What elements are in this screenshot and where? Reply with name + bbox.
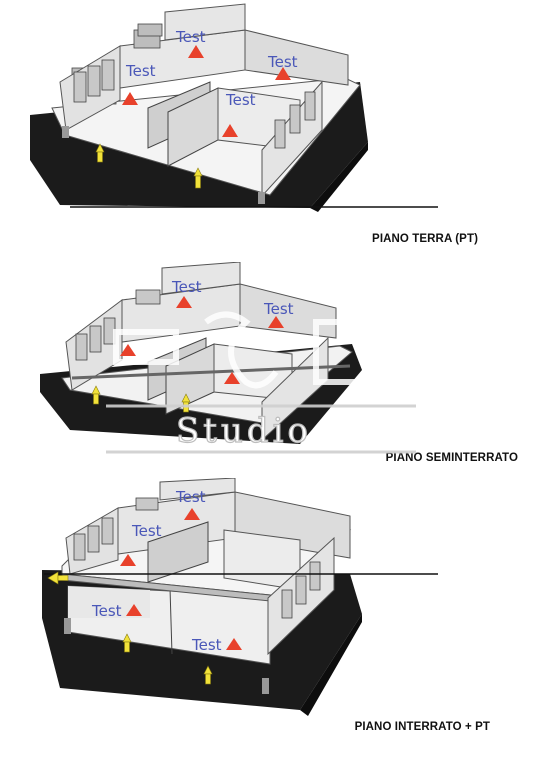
room-label: Test xyxy=(91,602,122,620)
building-diagram-interrato-pt: Test Test Test Test xyxy=(42,478,438,716)
floor-caption: PIANO TERRA (PT) xyxy=(372,233,478,245)
panel-piano-seminterrato: Test Test PIANO SEMINTERRATO xyxy=(0,262,534,472)
radon-test-marker xyxy=(122,45,291,137)
radon-test-marker xyxy=(120,508,242,650)
room-label: Test xyxy=(131,522,162,540)
room-label: Test xyxy=(175,28,206,46)
floor-caption: PIANO SEMINTERRATO xyxy=(385,452,518,464)
floor-caption: PIANO INTERRATO + PT xyxy=(354,721,490,733)
room-label: Test xyxy=(267,53,298,71)
room-label: Test xyxy=(125,62,156,80)
panel-piano-interrato-pt: Test Test Test Test PIANO INTERRATO + PT xyxy=(0,478,534,759)
air-inflow-arrow xyxy=(47,571,213,685)
building-diagram-seminterrato: Test Test xyxy=(40,262,362,444)
panel-piano-terra: Test Test Test Test PIANO TERRA (PT) xyxy=(0,0,534,250)
building-diagram-pt: Test Test Test Test xyxy=(30,3,438,212)
room-label: Test xyxy=(263,300,294,318)
room-label: Test xyxy=(191,636,222,654)
air-inflow-arrow xyxy=(95,143,203,189)
room-label: Test xyxy=(225,91,256,109)
room-label: Test xyxy=(171,278,202,296)
room-label: Test xyxy=(175,488,206,506)
